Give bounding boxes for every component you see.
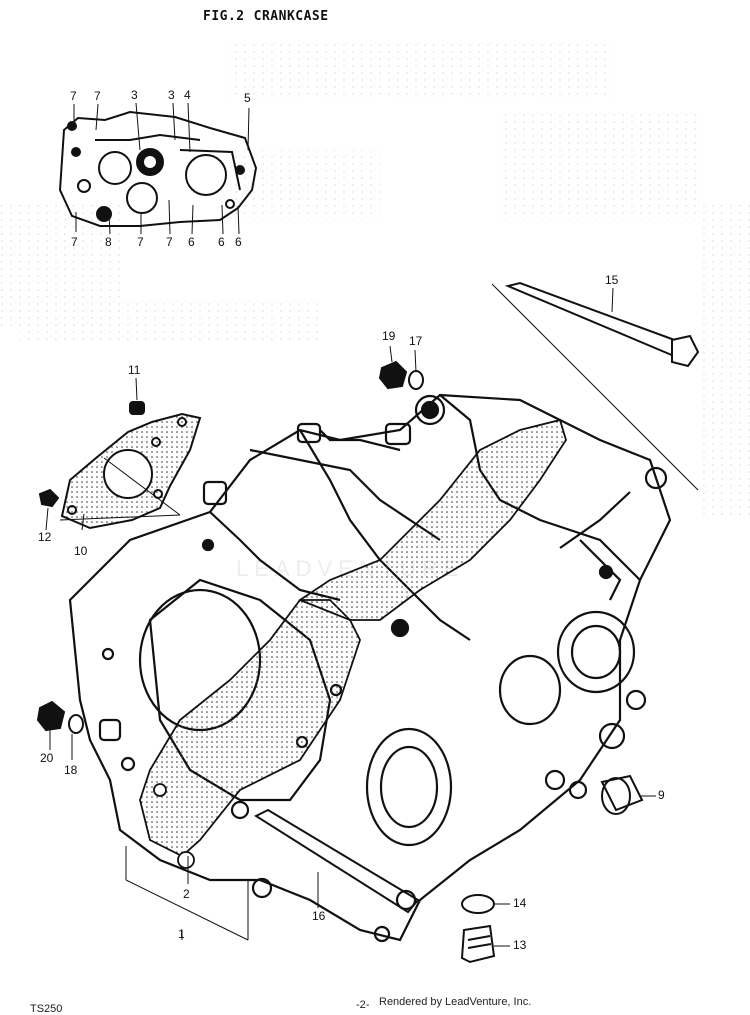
inset-callout-8: 8 [105, 235, 112, 249]
callout-1: 1 [178, 927, 185, 941]
callout-10: 10 [74, 544, 88, 558]
model-code: TS250 [30, 1003, 63, 1015]
inset-callout-5: 5 [244, 91, 251, 105]
inset-callout-7-b: 7 [94, 89, 101, 103]
inset-callout-7-d: 7 [137, 235, 144, 249]
inset-callout-4: 4 [184, 88, 191, 102]
scan-noise [0, 40, 750, 520]
callout-13: 13 [513, 938, 527, 952]
cover-gasket [38, 412, 202, 530]
callout-16: 16 [312, 909, 326, 923]
callout-19: 19 [382, 329, 396, 343]
long-stud-bolt [491, 281, 700, 491]
callout-18: 18 [64, 763, 78, 777]
through-stud-16 [253, 808, 420, 914]
inset-callout-3-a: 3 [131, 88, 138, 102]
inset-callout-7-a: 7 [70, 89, 77, 103]
inset-crankcase-view [58, 110, 258, 227]
drain-plug-and-washer [460, 894, 496, 964]
callout-leader-lines [45, 287, 656, 947]
inset-callout-6-b: 6 [218, 235, 225, 249]
figure-name: CRANKCASE [253, 9, 329, 24]
base-gaskets [139, 418, 567, 869]
render-credit: Rendered by LeadVenture, Inc. [379, 996, 532, 1008]
assembly-brackets [125, 846, 249, 941]
callout-15: 15 [605, 273, 619, 287]
nut-20-washer-18 [36, 700, 84, 734]
callout-20: 20 [40, 751, 54, 765]
page-number: -2- [356, 999, 370, 1011]
inset-callout-3-b: 3 [168, 88, 175, 102]
callout-2: 2 [183, 887, 190, 901]
figure-title: FIG.2 CRANKCASE [203, 9, 338, 24]
callout-12: 12 [38, 530, 52, 544]
nut-and-washer [378, 360, 424, 390]
inset-callout-7-e: 7 [166, 235, 173, 249]
inset-callout-7-c: 7 [71, 235, 78, 249]
callout-11: 11 [128, 363, 141, 377]
dowel-pin-9 [600, 774, 644, 815]
crankcase-main-body [68, 393, 672, 943]
inset-callout-6-a: 6 [188, 235, 195, 249]
figure-number: FIG.2 [203, 9, 245, 24]
callout-9: 9 [658, 788, 665, 802]
inset-callout-6-c: 6 [235, 235, 242, 249]
small-bolt-11 [129, 401, 145, 415]
callout-14: 14 [513, 896, 527, 910]
inset-leader-lines [73, 102, 250, 235]
callout-17: 17 [409, 334, 423, 348]
